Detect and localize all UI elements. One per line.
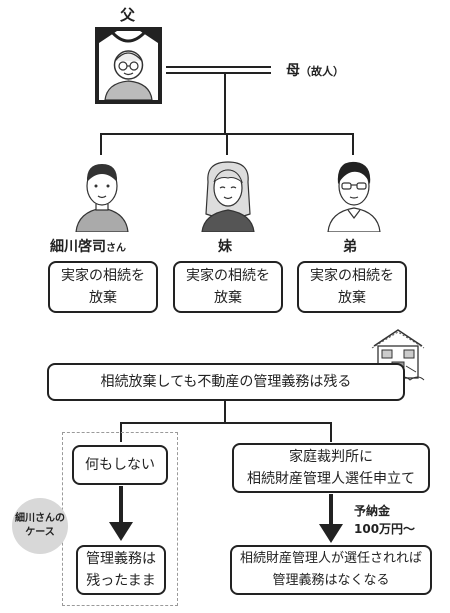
hosokawa-avatar-icon [75, 164, 129, 232]
child-name-hosokawa: 細川啓司さん [50, 236, 126, 256]
mother-note: （故人） [300, 65, 344, 78]
branch-horizontal-line [120, 422, 332, 424]
decision-line-1: 実家の相続を [310, 268, 394, 284]
father-portrait-icon [99, 31, 158, 100]
duty-removed-line-1: 相続財産管理人が選任されれば [239, 551, 422, 566]
father-label: 父 [120, 6, 136, 24]
court-petition-line-2: 相続財産管理人選任申立て [247, 471, 415, 487]
sibling-drop-3 [352, 133, 354, 155]
do-nothing-box: 何もしない [72, 445, 168, 485]
decision-line-1: 実家の相続を [186, 268, 270, 284]
hosokawa-case-badge: 細川さんの ケース [12, 498, 68, 554]
brother-avatar-icon [327, 161, 381, 232]
court-petition-box: 家庭裁判所に 相続財産管理人選任申立て [232, 443, 430, 493]
duty-removed-line-2: 管理義務はなくなる [272, 573, 390, 588]
child-name-sister: 妹 [218, 239, 232, 255]
duty-remains-line-1: 管理義務は [86, 551, 156, 567]
decision-line-2: 放棄 [214, 290, 242, 306]
deposit-label: 予納金 [354, 504, 391, 518]
mother-label: 母 [286, 63, 300, 79]
child-name-text: 細川啓司 [50, 239, 106, 255]
duty-remains-box: 管理義務は 残ったまま [76, 545, 166, 595]
branch-drop-right [330, 422, 332, 442]
duty-removed-box: 相続財産管理人が選任されれば 管理義務はなくなる [230, 545, 432, 595]
father-portrait-frame [95, 27, 162, 104]
arrow-down-icon [319, 494, 343, 543]
main-statement-box: 相続放棄しても不動産の管理義務は残る [47, 363, 405, 401]
child-honorific: さん [106, 243, 126, 254]
sibling-drop-1 [100, 133, 102, 155]
decision-line-2: 放棄 [338, 290, 366, 306]
decision-box-sister: 実家の相続を 放棄 [173, 261, 283, 313]
child-name-brother: 弟 [343, 239, 357, 255]
case-label-line-2: ケース [25, 527, 55, 538]
deposit-amount: 100万円〜 [354, 522, 416, 536]
decision-box-brother: 実家の相続を 放棄 [297, 261, 407, 313]
court-petition-line-1: 家庭裁判所に [289, 449, 373, 465]
decision-line-2: 放棄 [89, 290, 117, 306]
family-stem-line [224, 74, 226, 134]
sister-avatar-icon [201, 161, 255, 232]
marriage-line-bottom [166, 72, 271, 74]
case-label-line-1: 細川さんの [15, 513, 65, 524]
marriage-line-top [166, 66, 271, 68]
branch-stem-line [224, 401, 226, 423]
decision-box-hosokawa: 実家の相続を 放棄 [48, 261, 158, 313]
arrow-down-icon [109, 486, 133, 541]
decision-line-1: 実家の相続を [61, 268, 145, 284]
sibling-drop-2 [226, 133, 228, 155]
main-statement-text: 相続放棄しても不動産の管理義務は残る [100, 374, 352, 390]
duty-remains-line-2: 残ったまま [86, 573, 156, 589]
do-nothing-text: 何もしない [85, 457, 155, 473]
